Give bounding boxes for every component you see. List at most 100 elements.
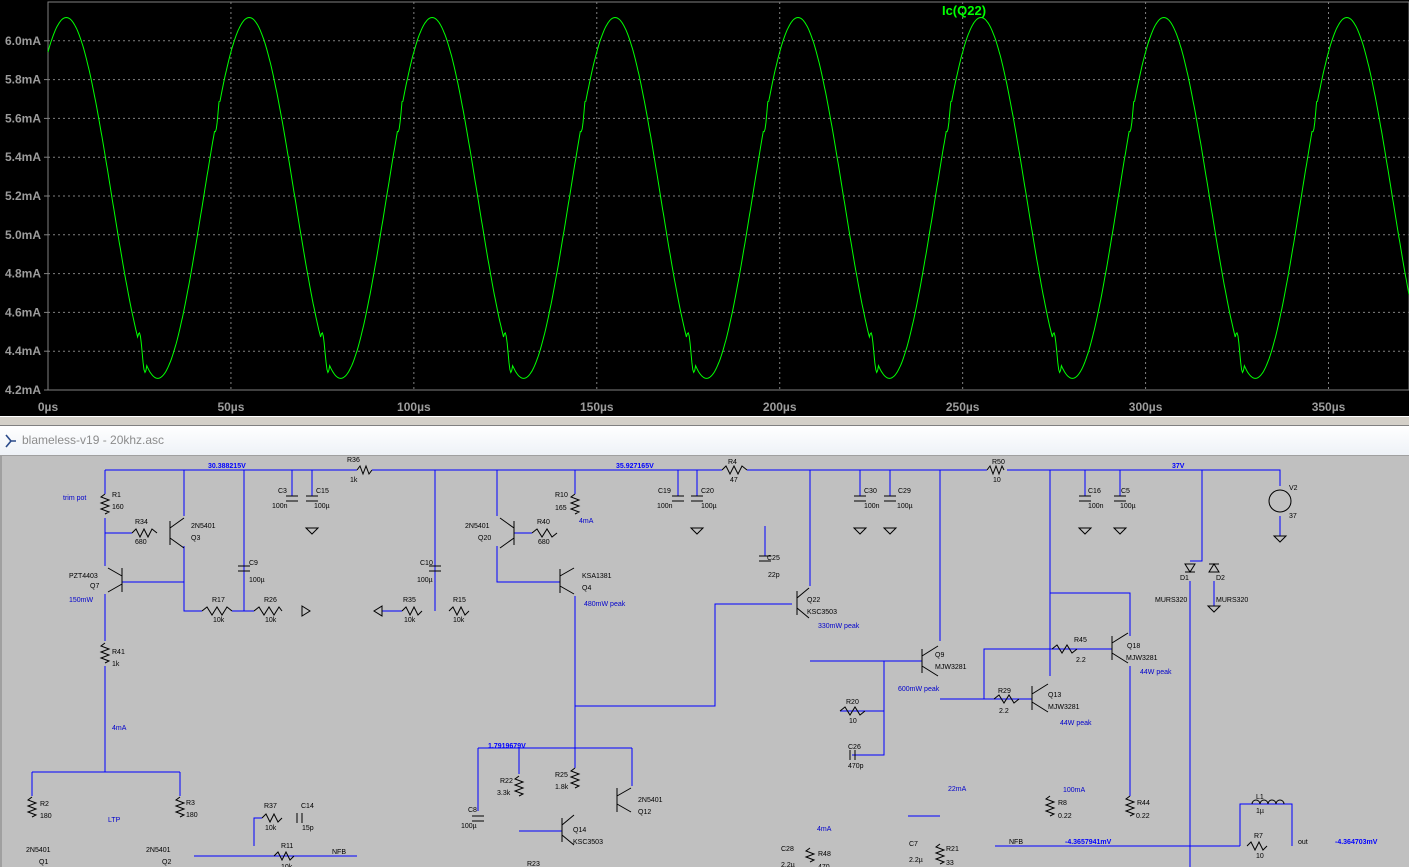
component-label[interactable]: KSC3503	[573, 839, 603, 846]
component-label[interactable]: C28	[781, 846, 794, 853]
annotation-label[interactable]: 4mA	[817, 826, 832, 833]
component-label[interactable]: 1k	[112, 661, 120, 668]
component-label[interactable]: 10k	[404, 617, 416, 624]
component-label[interactable]: 165	[555, 505, 567, 512]
component-label[interactable]: 37	[1289, 513, 1297, 520]
net-voltage-label[interactable]: -4.3657941mV	[1065, 839, 1112, 846]
annotation-label[interactable]: 330mW peak	[818, 623, 860, 630]
component-label[interactable]: NFB	[332, 849, 346, 856]
component-label[interactable]: C29	[898, 488, 911, 495]
annotation-label[interactable]: 22mA	[948, 786, 967, 793]
component-label[interactable]: R35	[403, 597, 416, 604]
component-label[interactable]: 100µ	[897, 503, 913, 510]
component-label[interactable]: Q13	[1048, 692, 1061, 699]
component-label[interactable]: R15	[453, 597, 466, 604]
component-label[interactable]: 160	[112, 504, 124, 511]
component-label[interactable]: R29	[998, 688, 1011, 695]
component-label[interactable]: Q7	[90, 583, 99, 590]
component-label[interactable]: 2N5401	[638, 797, 663, 804]
component-label[interactable]: Q12	[638, 809, 651, 816]
component-label[interactable]: C5	[1121, 488, 1130, 495]
component-label[interactable]: 2N5401	[146, 847, 171, 854]
component-label[interactable]: R20	[846, 699, 859, 706]
component-label[interactable]: R7	[1254, 833, 1263, 840]
annotation-label[interactable]: 44W peak	[1140, 669, 1172, 676]
component-label[interactable]: 100µ	[314, 503, 330, 510]
annotation-label[interactable]: 480mW peak	[584, 601, 626, 608]
component-label[interactable]: MURS320	[1216, 597, 1248, 604]
component-label[interactable]: 0.22	[1058, 813, 1072, 820]
component-label[interactable]: C8	[468, 807, 477, 814]
component-label[interactable]: R40	[537, 519, 550, 526]
annotation-label[interactable]: 150mW	[69, 597, 94, 604]
component-label[interactable]: R10	[555, 492, 568, 499]
annotation-label[interactable]: 600mW peak	[898, 686, 940, 693]
component-label[interactable]: R3	[186, 800, 195, 807]
component-label[interactable]: Q18	[1127, 643, 1140, 650]
component-label[interactable]: 100µ	[701, 503, 717, 510]
component-label[interactable]: 10k	[453, 617, 465, 624]
component-label[interactable]: C20	[701, 488, 714, 495]
component-label[interactable]: R26	[264, 597, 277, 604]
component-label[interactable]: 100µ	[461, 823, 477, 830]
component-label[interactable]: R34	[135, 519, 148, 526]
net-voltage-label[interactable]: 35.927165V	[616, 463, 654, 470]
annotation-label[interactable]: 100mA	[1063, 787, 1086, 794]
component-label[interactable]: MJW3281	[1126, 655, 1158, 662]
component-label[interactable]: C30	[864, 488, 877, 495]
component-label[interactable]: 0.22	[1136, 813, 1150, 820]
component-label[interactable]: C7	[909, 841, 918, 848]
annotation-label[interactable]: trim pot	[63, 495, 86, 502]
component-label[interactable]: 2.2	[1076, 657, 1086, 664]
component-label[interactable]: C19	[658, 488, 671, 495]
component-label[interactable]: R8	[1058, 800, 1067, 807]
component-label[interactable]: 100µ	[249, 577, 265, 584]
component-label[interactable]: 100n	[657, 503, 673, 510]
component-label[interactable]: R37	[264, 803, 277, 810]
component-label[interactable]: 47	[730, 477, 738, 484]
component-label[interactable]: R41	[112, 649, 125, 656]
component-label[interactable]: C15	[316, 488, 329, 495]
component-label[interactable]: R11	[281, 843, 293, 850]
component-label[interactable]: 10	[849, 718, 857, 725]
component-label[interactable]: Q22	[807, 597, 820, 604]
annotation-label[interactable]: LTP	[108, 817, 121, 824]
trace-legend-label[interactable]: Ic(Q22)	[942, 3, 986, 18]
component-label[interactable]: 100µ	[1120, 503, 1136, 510]
component-label[interactable]: R17	[212, 597, 225, 604]
component-label[interactable]: 10k	[265, 617, 277, 624]
component-label[interactable]: D2	[1216, 575, 1225, 582]
component-label[interactable]: 680	[538, 539, 550, 546]
component-label[interactable]: 2.2µ	[909, 857, 923, 864]
component-label[interactable]: 2N5401	[191, 523, 216, 530]
component-label[interactable]: 180	[186, 812, 198, 819]
component-label[interactable]: 470p	[848, 763, 864, 770]
component-label[interactable]: Q4	[582, 585, 591, 592]
component-label[interactable]: R2	[40, 801, 49, 808]
component-label[interactable]: 2N5401	[465, 523, 490, 530]
component-label[interactable]: 15p	[302, 825, 314, 832]
component-label[interactable]: 470	[818, 864, 830, 867]
component-label[interactable]: 33	[946, 860, 954, 867]
component-label[interactable]: 10k	[265, 825, 277, 832]
component-label[interactable]: 180	[40, 813, 52, 820]
component-label[interactable]: KSC3503	[807, 609, 837, 616]
annotation-label[interactable]: 44W peak	[1060, 720, 1092, 727]
annotation-label[interactable]: 4mA	[579, 518, 594, 525]
component-label[interactable]: D1	[1180, 575, 1189, 582]
component-label[interactable]: out	[1298, 839, 1308, 846]
component-label[interactable]: 100n	[864, 503, 880, 510]
annotation-label[interactable]: 4mA	[112, 725, 127, 732]
component-label[interactable]: Q9	[935, 652, 944, 659]
component-label[interactable]: C9	[249, 560, 258, 567]
component-label[interactable]: 10k	[281, 864, 293, 867]
component-label[interactable]: 3.3k	[497, 790, 511, 797]
component-label[interactable]: MJW3281	[935, 664, 967, 671]
component-label[interactable]: Q1	[39, 859, 48, 866]
net-voltage-label[interactable]: 1.7919679V	[488, 743, 526, 750]
component-label[interactable]: C10	[420, 560, 433, 567]
component-label[interactable]: 680	[135, 539, 147, 546]
component-label[interactable]: C25	[767, 555, 780, 562]
